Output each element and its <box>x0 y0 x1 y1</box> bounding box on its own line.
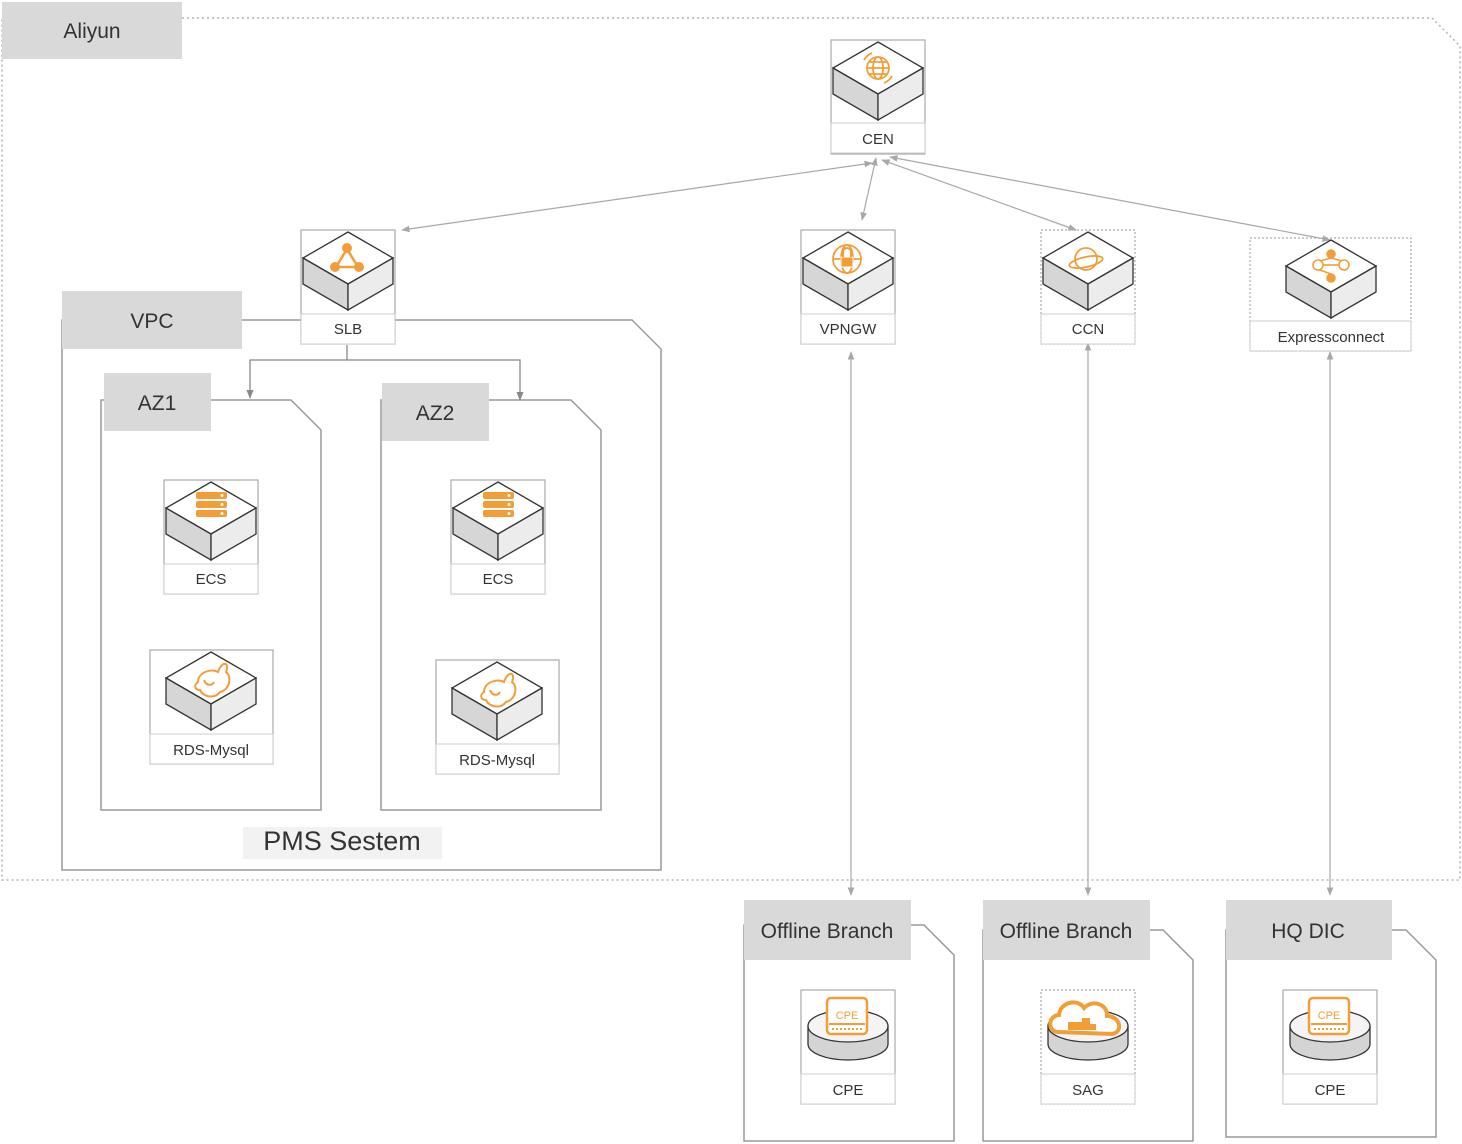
vpngw-node[interactable]: VPNGW <box>800 229 896 345</box>
branch1-title: Offline Branch <box>761 920 894 943</box>
vpc-region: VPC PMS Sestem <box>61 291 662 871</box>
globe-icon <box>863 52 893 84</box>
cen-label: CEN <box>862 131 894 148</box>
server-stack-icon <box>196 492 227 517</box>
vpngw-label: VPNGW <box>820 321 878 338</box>
slb-az1-link <box>246 345 348 399</box>
offline-branch-2-region: Offline Branch <box>982 900 1194 1142</box>
slb-az-links <box>246 345 524 401</box>
rds-node-az1[interactable]: RDS-Mysql <box>149 649 274 765</box>
network-nodes-icon <box>1312 249 1350 283</box>
sag-node[interactable]: SAG <box>1040 989 1136 1105</box>
az1-region: AZ1 <box>100 373 322 811</box>
cloud-key-icon <box>1048 1000 1122 1037</box>
rds2-label: RDS-Mysql <box>459 752 535 769</box>
sag-label: SAG <box>1072 1082 1104 1099</box>
cen-expressconnect-link <box>889 155 1331 242</box>
vpc-title: VPC <box>130 310 173 333</box>
planet-icon <box>1068 247 1104 271</box>
cpe-node-hq[interactable]: CPE CPE <box>1282 989 1378 1105</box>
expressconnect-node[interactable]: Expressconnect <box>1249 237 1412 352</box>
cpe2-badge: CPE <box>1318 1010 1341 1022</box>
ecs-node-az2[interactable]: ECS <box>450 479 546 595</box>
cen-vpngw-link <box>860 157 878 221</box>
ecs2-label: ECS <box>483 571 514 588</box>
az2-region: AZ2 <box>380 383 602 811</box>
cpe1-badge: CPE <box>836 1010 859 1022</box>
ecs1-label: ECS <box>196 571 227 588</box>
cpe1-label: CPE <box>833 1082 864 1099</box>
cpe2-label: CPE <box>1315 1082 1346 1099</box>
dolphin-icon <box>194 662 231 698</box>
server-stack-icon <box>483 492 514 517</box>
ecs-node-az1[interactable]: ECS <box>163 479 259 595</box>
slb-label: SLB <box>334 321 362 338</box>
cpe-device-icon: CPE <box>1307 996 1351 1036</box>
slb-node[interactable]: SLB <box>300 229 396 345</box>
vpc-caption: PMS Sestem <box>263 826 421 856</box>
cen-slb-link <box>401 160 873 233</box>
vpn-gateway-icon <box>832 244 862 274</box>
cpe-node-branch1[interactable]: CPE CPE <box>800 989 896 1105</box>
az2-title: AZ2 <box>416 402 455 425</box>
load-balancer-icon <box>330 243 364 272</box>
connectors <box>401 155 1334 896</box>
dolphin-icon <box>480 672 517 708</box>
expressconnect-label: Expressconnect <box>1278 329 1386 346</box>
rds1-label: RDS-Mysql <box>173 742 249 759</box>
az1-title: AZ1 <box>138 392 177 415</box>
hq-title: HQ DIC <box>1271 920 1345 943</box>
aliyun-region: Aliyun <box>1 2 1461 881</box>
cen-ccn-link <box>881 159 1077 231</box>
offline-branch-1-region: Offline Branch <box>743 900 955 1142</box>
ccn-node[interactable]: CCN <box>1040 229 1136 345</box>
aliyun-title: Aliyun <box>63 20 120 43</box>
rds-node-az2[interactable]: RDS-Mysql <box>435 659 560 775</box>
branch2-title: Offline Branch <box>1000 920 1133 943</box>
ccn-label: CCN <box>1072 321 1105 338</box>
cpe-device-icon: CPE <box>825 996 869 1036</box>
cen-node[interactable]: CEN <box>830 39 926 155</box>
hq-dic-region: HQ DIC <box>1225 900 1437 1138</box>
slb-az2-link <box>347 359 524 401</box>
